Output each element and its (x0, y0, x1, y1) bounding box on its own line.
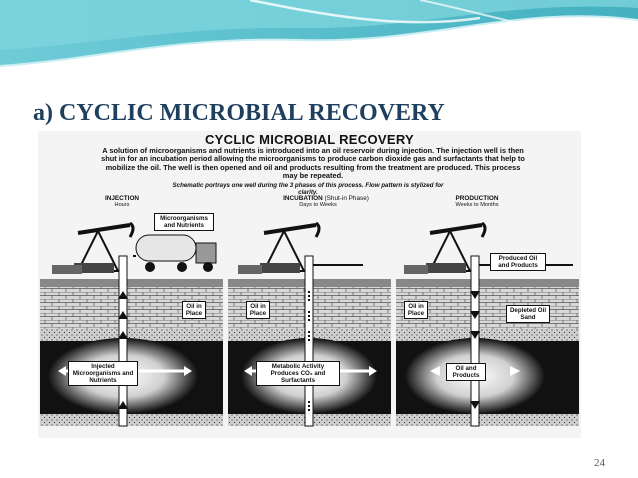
label-depleted-oil-sand: Depleted Oil Sand (506, 305, 550, 323)
diagram-note: Schematic portrays one well during the 3… (172, 182, 444, 196)
diagram-description: A solution of microorganisms and nutrien… (101, 146, 525, 181)
phase-title-incubation: INCUBATION (Shut-in Phase) (278, 195, 374, 202)
panel-injection (40, 221, 223, 427)
diagram-artwork (40, 221, 579, 427)
cyclic-recovery-diagram: CYCLIC MICROBIAL RECOVERY A solution of … (38, 131, 581, 438)
zone-label-injection: Injected Microorganisms and Nutrients (68, 361, 138, 386)
header-wave-decoration (0, 0, 638, 67)
phase-duration-production: Weeks to Months (455, 202, 499, 208)
label-oil-in-place-incubation: Oil in Place (246, 301, 270, 319)
page-number: 24 (594, 457, 605, 469)
phase-title-incubation-note: (Shut-in Phase) (324, 195, 369, 202)
label-oil-in-place-injection: Oil in Place (182, 301, 206, 319)
callout-microorganisms-nutrients: Microorganisms and Nutrients (154, 213, 214, 231)
phase-title-injection: INJECTION (104, 195, 140, 202)
zone-label-incubation: Metabolic Activity Produces CO₂ and Surf… (256, 361, 340, 386)
phase-duration-incubation: Days to Weeks (299, 202, 337, 208)
callout-produced-oil-products: Produced Oil and Products (490, 253, 546, 271)
phase-title-incubation-text: INCUBATION (283, 195, 323, 202)
slide-title: a) CYCLIC MICROBIAL RECOVERY (33, 100, 445, 126)
panel-incubation (228, 221, 391, 427)
zone-label-production: Oil and Products (446, 363, 486, 381)
phase-title-production: PRODUCTION (455, 195, 499, 202)
label-oil-in-place-production: Oil in Place (404, 301, 428, 319)
phase-duration-injection: Hours (114, 202, 130, 208)
panel-production (396, 221, 579, 427)
diagram-title: CYCLIC MICROBIAL RECOVERY (204, 132, 414, 147)
